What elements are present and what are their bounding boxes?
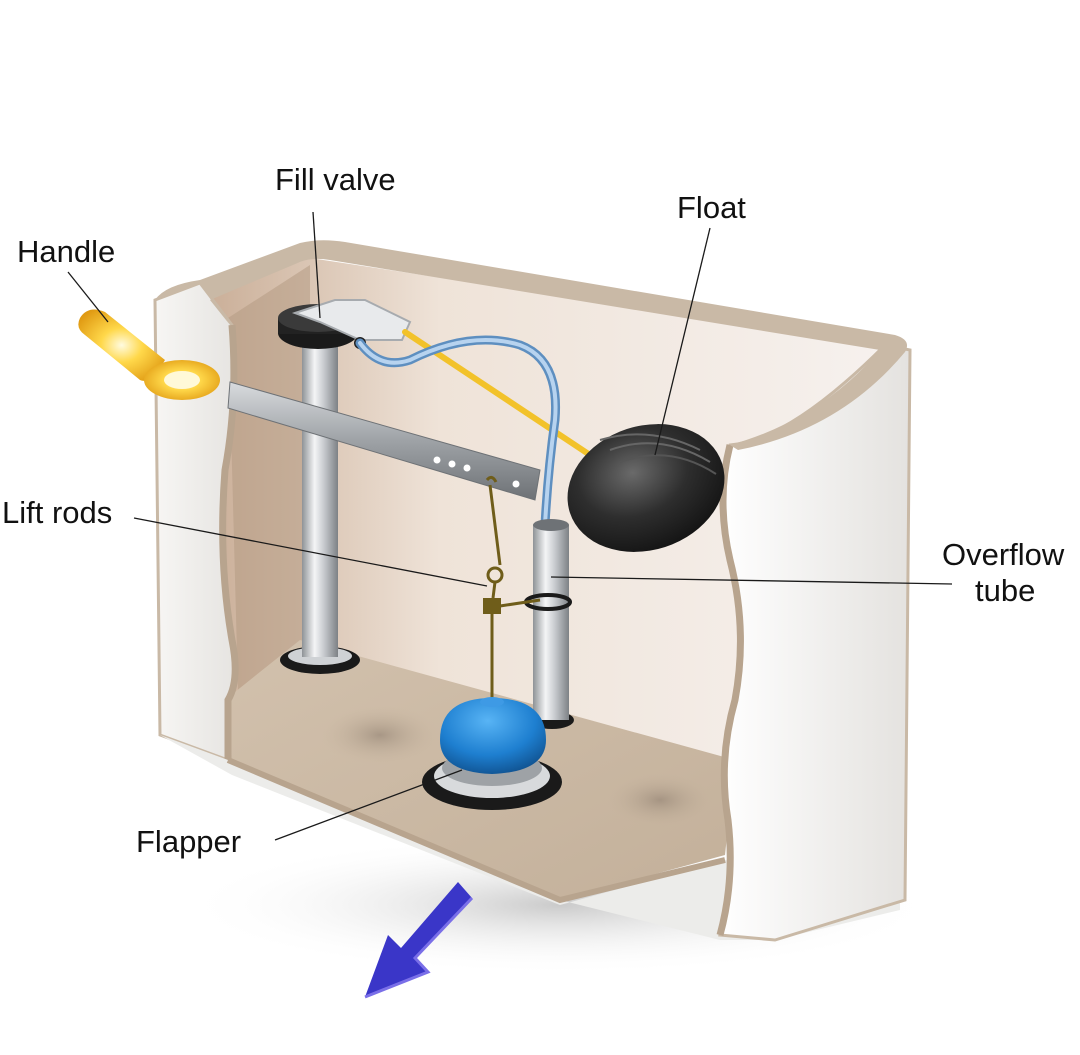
leader-lift-rods: [133, 517, 488, 587]
fill-valve: [278, 299, 412, 674]
lift-rods: [483, 475, 541, 705]
leader-float: [654, 227, 711, 456]
tank-cut-edge-right: [716, 444, 744, 936]
overflow-tube: [524, 519, 574, 729]
label-fill-valve: Fill valve: [275, 162, 396, 197]
leader-flapper: [274, 769, 463, 841]
leader-overflow-tube: [550, 576, 953, 585]
label-overflow-tube-line1: Overflow: [942, 537, 1065, 572]
label-handle: Handle: [17, 234, 115, 269]
float-ball: [567, 424, 725, 552]
label-lift-rods: Lift rods: [2, 495, 112, 530]
tank: [153, 240, 912, 942]
tank-rim: [155, 240, 908, 450]
trip-lever-arm: [227, 381, 541, 501]
leader-fill-valve: [312, 211, 321, 319]
tank-left-inner-wall: [228, 265, 310, 690]
label-float: Float: [677, 190, 746, 225]
label-overflow-tube-line2: tube: [975, 573, 1035, 608]
handle-assembly: [78, 309, 541, 501]
leader-lines: [67, 211, 953, 841]
handle: [78, 309, 165, 381]
flapper: [422, 697, 562, 810]
label-flapper: Flapper: [136, 824, 241, 859]
down-left-arrow-icon: [364, 882, 474, 999]
leader-handle: [67, 271, 109, 323]
tank-shell-bottom: [160, 735, 900, 940]
